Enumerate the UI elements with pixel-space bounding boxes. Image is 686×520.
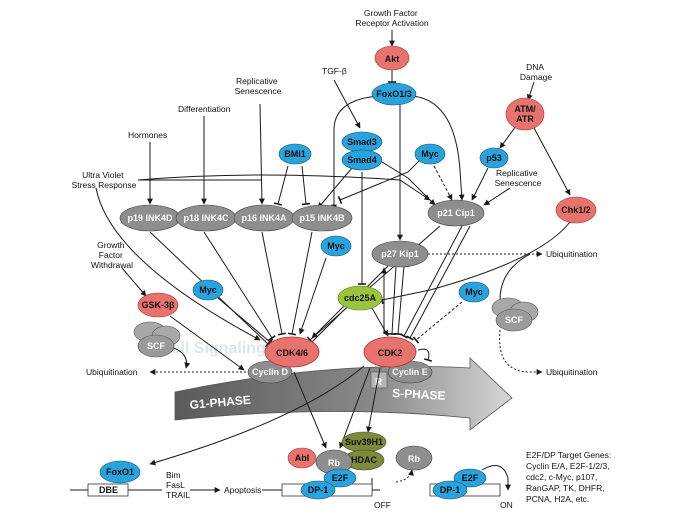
svg-text:SCF: SCF — [147, 341, 166, 351]
p19-ink4d-node: p19 INK4D — [119, 204, 181, 232]
myc-mid-node: Myc — [320, 235, 352, 257]
svg-text:Myc: Myc — [327, 241, 345, 251]
svg-text:Rb: Rb — [408, 454, 420, 464]
bmi1-node: BMI1 — [278, 143, 312, 165]
cyclin-d-label: Cyclin D — [252, 367, 289, 377]
e2f-free-label: E2F — [462, 473, 479, 483]
hdac-node: HDAC — [343, 449, 385, 471]
p18-ink4c-node: p18 INK4C — [175, 204, 237, 232]
bim-fasl-trail-label: Bim FasL TRAIL — [166, 470, 190, 500]
dp1-bound-label: DP-1 — [308, 485, 329, 495]
cdk46-label: CDK4/6 — [276, 348, 308, 358]
smad4-node: Smad4 — [341, 149, 383, 171]
cdc25a-node: cdc25A — [337, 285, 383, 311]
rb-free-node: Rb — [395, 445, 433, 471]
pathway-edges — [70, 30, 571, 493]
svg-text:GSK-3β: GSK-3β — [142, 300, 176, 310]
svg-text:p21 Cip1: p21 Cip1 — [437, 208, 475, 218]
svg-text:Myc: Myc — [421, 149, 439, 159]
p21-cip1-node: p21 Cip1 — [427, 199, 485, 227]
e2f-dp1-free-complex: E2F DP-1 — [432, 468, 487, 500]
hormones-label: Hormones — [128, 130, 167, 140]
dbe-label: DBE — [99, 485, 118, 495]
svg-text:ATR: ATR — [516, 114, 534, 124]
chk12-node: Chk1/2 — [555, 196, 597, 224]
cdk2-cyclin-e-complex: Cyclin E CDK2 — [363, 336, 433, 384]
rb-e2f-dp1-complex: Rb E2F DP-1 — [300, 449, 357, 500]
scf-left-node: SCF — [133, 321, 181, 358]
ubiquitination-bottom-right-label: Ubiquitination — [546, 367, 598, 377]
svg-text:p16 INK4A: p16 INK4A — [241, 213, 287, 223]
svg-text:Chk1/2: Chk1/2 — [561, 205, 591, 215]
watermark-text: Cell Signaling — [160, 340, 266, 357]
ubiquitination-left-label: Ubiquitination — [86, 367, 138, 377]
svg-text:Myc: Myc — [199, 285, 217, 295]
svg-text:FoxO1/3: FoxO1/3 — [376, 89, 412, 99]
uv-stress-label: Ultra Violet Stress Response — [72, 170, 137, 190]
abl-node: Abl — [287, 447, 317, 469]
svg-text:Suv39H1: Suv39H1 — [345, 437, 383, 447]
e2f-target-genes-label: E2F/DP Target Genes: Cyclin E/A, E2F-1/2… — [526, 450, 614, 504]
cdk2-label: CDK2 — [378, 348, 403, 358]
svg-text:ATM/: ATM/ — [514, 104, 536, 114]
ubiquitination-top-right-label: Ubiquitination — [546, 249, 598, 259]
myc-left-node: Myc — [192, 279, 224, 301]
atm-atr-node: ATM/ ATR — [505, 97, 545, 131]
cell-cycle-phase-arrow: R G1-PHASE S-PHASE — [174, 357, 513, 431]
differentiation-label: Differentiation — [178, 104, 231, 114]
off-label: OFF — [374, 500, 391, 510]
svg-text:SCF: SCF — [505, 315, 524, 325]
svg-text:FoxO1: FoxO1 — [106, 467, 134, 477]
replicative-senescence-right-label: Replicative Senescence — [495, 168, 542, 188]
svg-text:cdc25A: cdc25A — [344, 293, 377, 303]
svg-text:Abl: Abl — [295, 453, 310, 463]
p15-ink4b-node: p15 INK4B — [291, 204, 353, 232]
growth-factor-label: Growth Factor Receptor Activation — [355, 8, 429, 28]
dbe-box — [87, 483, 129, 497]
svg-text:p18 INK4C: p18 INK4C — [183, 213, 229, 223]
on-label: ON — [500, 500, 513, 510]
rb-bound-label: Rb — [328, 458, 340, 468]
myc-right-node: Myc — [458, 281, 490, 303]
svg-text:Akt: Akt — [385, 54, 400, 64]
p16-ink4a-node: p16 INK4A — [233, 204, 295, 232]
gsk3b-node: GSK-3β — [137, 292, 179, 318]
akt-node: Akt — [374, 45, 410, 71]
svg-text:p19 INK4D: p19 INK4D — [127, 213, 173, 223]
dna-damage-label: DNA Damage — [520, 62, 552, 82]
svg-text:HDAC: HDAC — [351, 455, 377, 465]
cdk46-cyclin-d-complex: Cyclin D CDK4/6 — [247, 336, 320, 384]
svg-text:p53: p53 — [486, 153, 502, 163]
cyclin-e-label: Cyclin E — [392, 367, 428, 377]
smad3-node: Smad3 — [341, 131, 383, 153]
p27-kip1-node: p27 Kip1 — [371, 240, 429, 268]
r-label: R — [375, 377, 383, 388]
e2f-bound-label: E2F — [332, 473, 349, 483]
apoptosis-label: Apoptosis — [224, 485, 261, 495]
svg-text:Smad4: Smad4 — [347, 155, 377, 165]
replicative-senescence-left-label: Replicative Senescence — [235, 76, 282, 96]
svg-text:BMI1: BMI1 — [284, 149, 306, 159]
svg-text:Myc: Myc — [465, 287, 483, 297]
gf-withdrawal-label: Growth Factor Withdrawal — [91, 240, 133, 270]
s-phase-label: S-PHASE — [392, 386, 446, 403]
tgf-beta-label: TGF-β — [322, 66, 347, 76]
foxo1-node: FoxO1 — [99, 460, 141, 484]
svg-text:p27 Kip1: p27 Kip1 — [381, 249, 419, 259]
g1-phase-label: G1-PHASE — [189, 393, 251, 412]
foxo13-node: FoxO1/3 — [371, 82, 417, 106]
scf-right-node: SCF — [491, 297, 539, 332]
suv39h1-node: Suv39H1 — [341, 431, 387, 453]
svg-text:p15 INK4B: p15 INK4B — [299, 213, 345, 223]
p53-node: p53 — [479, 147, 509, 169]
svg-text:Smad3: Smad3 — [347, 137, 377, 147]
dp1-free-label: DP-1 — [440, 485, 461, 495]
myc-top-node: Myc — [414, 143, 446, 165]
